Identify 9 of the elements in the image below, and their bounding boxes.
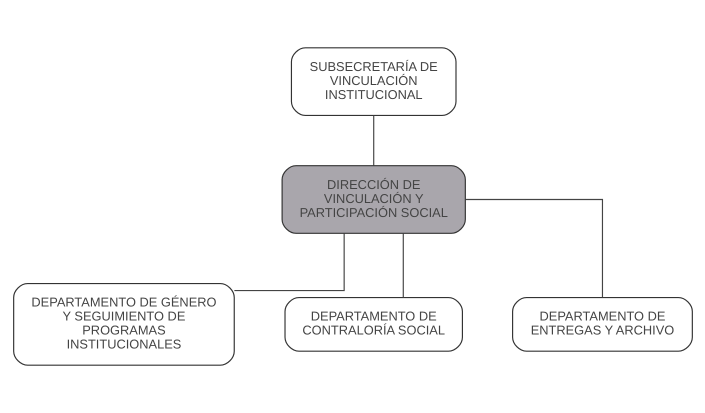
connector <box>234 233 344 292</box>
node-box: DEPARTAMENTO DE CONTRALORÍA SOCIAL <box>284 296 462 352</box>
connector <box>372 116 374 166</box>
node-box: DIRECCIÓN DE VINCULACIÓN Y PARTICIPACIÓN SOCIAL <box>281 165 466 234</box>
node-box: DEPARTAMENTO DE ENTREGAS Y ARCHIVO <box>512 296 692 352</box>
connector <box>464 198 603 298</box>
connector <box>402 234 404 298</box>
node-box: DEPARTAMENTO DE GÉNERO Y SEGUIMIENTO DE PROGRAMAS INSTITUCIONALES <box>12 282 234 366</box>
node-box: SUBSECRETARÍA DE VINCULACIÓN INSTITUCIONAL <box>290 47 456 116</box>
